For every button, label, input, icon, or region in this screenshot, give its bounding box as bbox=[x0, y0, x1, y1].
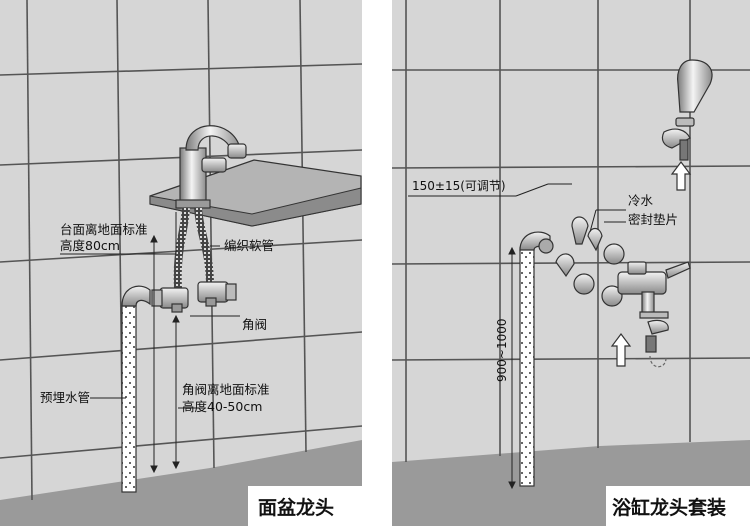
lower-hose bbox=[645, 319, 669, 368]
right-panel: 150±15(可调节) 冷水 密封垫片 900~1000 浴缸龙头套装 bbox=[391, 0, 750, 526]
right-dimension-lines bbox=[408, 183, 626, 490]
braided-hoses bbox=[173, 207, 214, 289]
bathtub-mixer bbox=[617, 261, 691, 319]
label-cold-water: 冷水 bbox=[628, 193, 654, 208]
hand-shower bbox=[661, 59, 713, 161]
label-spacing: 150±15(可调节) bbox=[412, 179, 506, 193]
right-title-bar bbox=[606, 486, 750, 526]
label-valve-height-line1: 角阀离地面标准 bbox=[182, 382, 270, 397]
label-seal-gasket: 密封垫片 bbox=[628, 212, 678, 227]
left-embedded-pipe bbox=[121, 285, 151, 493]
left-panel: 台面离地面标准 高度80cm 编织软管 角阀 预埋水管 角阀离地面标准 高度40… bbox=[0, 0, 363, 526]
left-title-bar bbox=[248, 486, 362, 526]
assembly-arrows bbox=[610, 161, 692, 367]
angle-valves bbox=[151, 281, 237, 313]
label-embedded-pipe: 预埋水管 bbox=[40, 390, 90, 405]
left-dimension-lines bbox=[60, 212, 240, 474]
basin-faucet bbox=[175, 125, 247, 209]
right-title: 浴缸龙头套装 bbox=[612, 496, 726, 519]
fittings bbox=[538, 216, 625, 307]
label-valve-height-line2: 高度40-50cm bbox=[182, 399, 262, 414]
label-braided-hose: 编织软管 bbox=[224, 238, 274, 253]
left-title: 面盆龙头 bbox=[258, 496, 334, 519]
label-counter-height-line1: 台面离地面标准 bbox=[60, 222, 148, 237]
label-height-range: 900~1000 bbox=[495, 319, 509, 383]
panel-separator bbox=[362, 0, 392, 526]
label-counter-height-line2: 高度80cm bbox=[60, 238, 120, 253]
label-angle-valve: 角阀 bbox=[242, 317, 267, 332]
